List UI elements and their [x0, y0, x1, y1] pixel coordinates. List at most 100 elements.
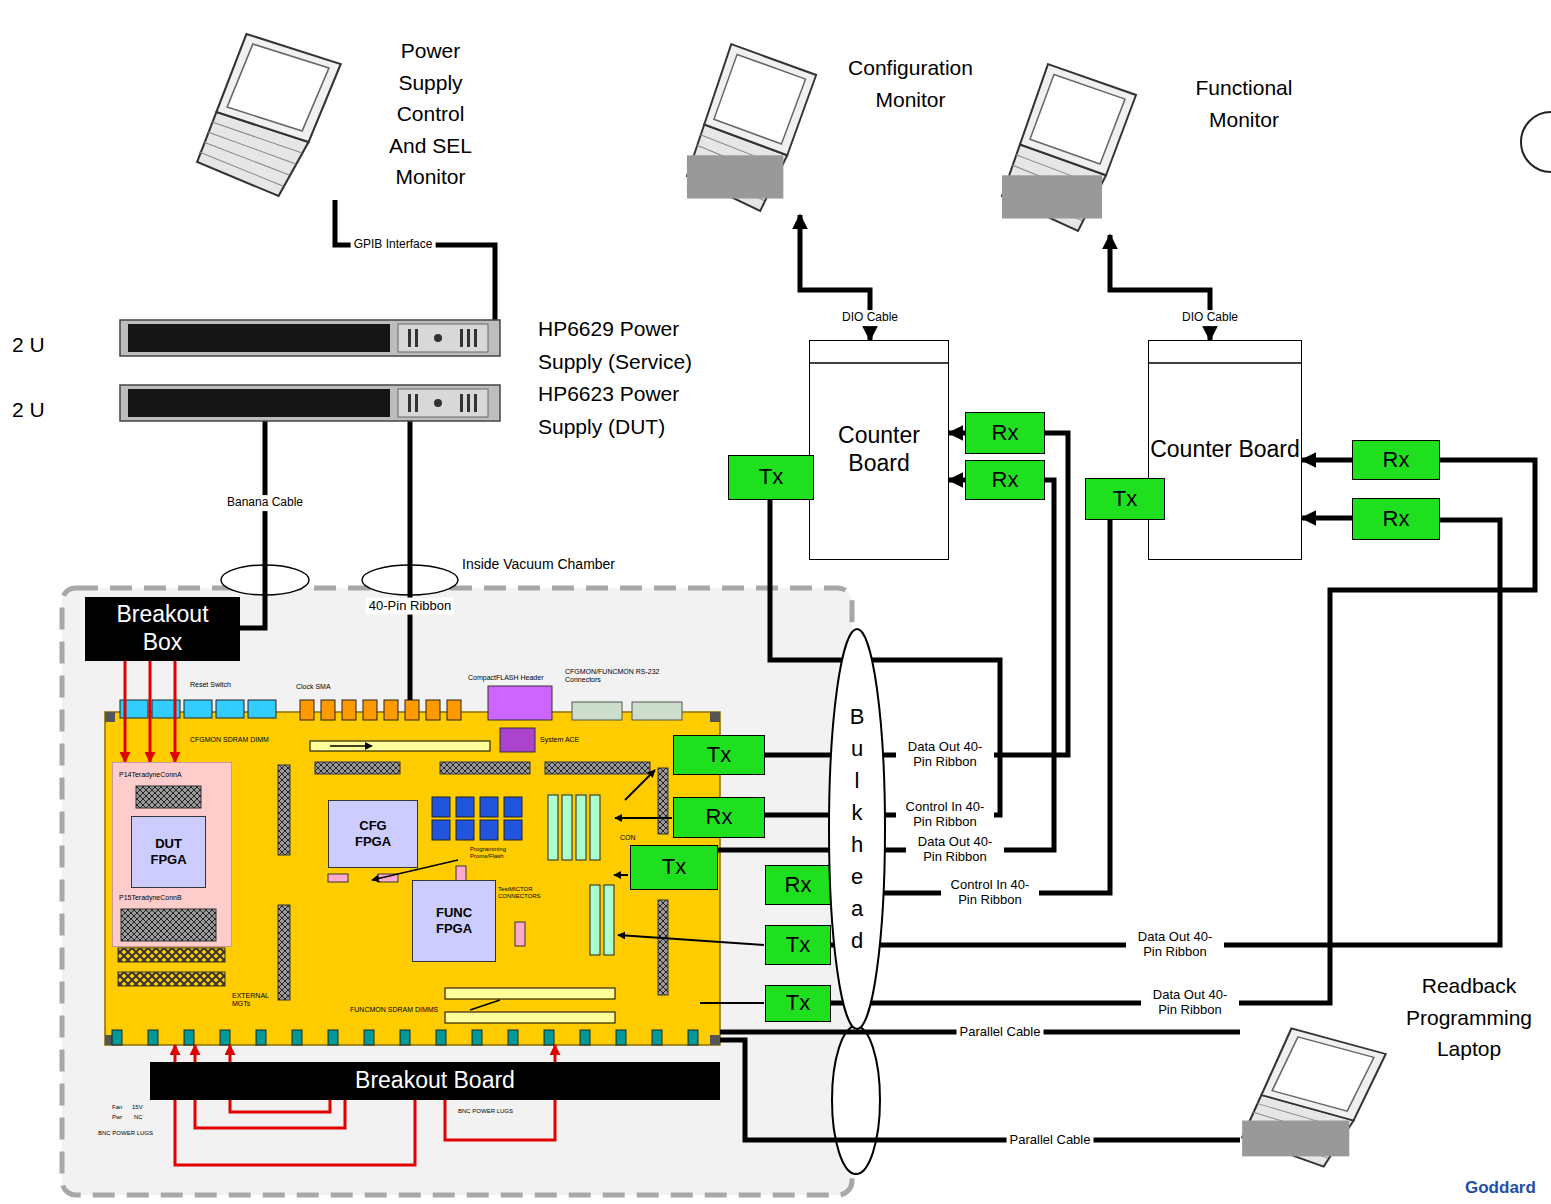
board-part	[580, 1030, 590, 1045]
node-label: Tx	[707, 742, 731, 768]
dimm-slot	[445, 988, 615, 999]
node-label: Breakout Board	[355, 1067, 515, 1095]
fpga-chip: CFG FPGA	[328, 800, 418, 868]
node-caption: Programming Proms/Flash	[470, 846, 522, 860]
node-label: Rx	[1383, 447, 1410, 473]
node-caption: FUNCMON SDRAM DIMMS	[350, 1006, 440, 1014]
board-part	[436, 1030, 446, 1045]
node-caption: CON	[620, 834, 645, 842]
tx-box: Tx	[765, 925, 831, 965]
cable-label: Data Out 40-Pin Ribbon	[1126, 929, 1224, 961]
drawing-part	[128, 389, 390, 417]
jumper-wire	[149, 661, 152, 762]
connector-strip	[658, 768, 668, 834]
board-body	[105, 712, 720, 1045]
breakout-board: Breakout Board	[150, 1062, 720, 1100]
fpga-chip: DUT FPGA	[131, 816, 206, 888]
drawing-part	[474, 329, 477, 347]
rx-box: Rx	[965, 460, 1045, 500]
board-illustration	[105, 686, 764, 1045]
bnc-lugs	[112, 1030, 698, 1045]
node-caption: System ACE	[540, 736, 590, 744]
pin-label: 15V	[132, 1104, 143, 1111]
drawing-part	[398, 389, 488, 417]
connector-strip	[658, 900, 668, 995]
cable-connector	[949, 431, 965, 436]
board-part	[480, 797, 498, 817]
small-part	[328, 874, 348, 882]
vacuum-chamber: Inside Vacuum ChamberBreakout BoxReset S…	[62, 588, 852, 1195]
drawing-part	[467, 394, 470, 412]
board-part	[504, 820, 522, 840]
board-part	[456, 820, 474, 840]
tx-box: Tx	[630, 845, 718, 890]
power-supply: HP6623 Power Supply (DUT)	[120, 385, 500, 421]
connector-strip	[315, 762, 400, 774]
board-part	[447, 700, 461, 720]
tx-box: Tx	[673, 735, 765, 775]
board-part	[220, 1030, 230, 1045]
tx-box: Tx	[728, 455, 814, 500]
connector-strip	[278, 905, 290, 1000]
drawing-part	[1272, 1037, 1374, 1111]
cable-connector	[949, 478, 965, 483]
board-corner	[105, 712, 115, 722]
connector-strip	[545, 762, 650, 774]
drawing-part	[398, 324, 488, 352]
node-label: FUNC FPGA	[427, 905, 482, 936]
fpga-chip: FUNC FPGA	[412, 880, 496, 962]
dut-card: P14TeradyneConnAP15TeradyneConnBDUT FPGA	[112, 762, 232, 947]
laptop-drawing	[1240, 1025, 1390, 1170]
board-part	[576, 795, 586, 860]
drawing-part	[434, 334, 442, 342]
node-caption: CFGMON SDRAM DIMM	[190, 736, 290, 744]
board-part	[112, 1030, 122, 1045]
drawing-part	[460, 329, 463, 347]
cable-connector	[720, 1030, 1240, 1035]
node-caption: TestMICTOR CONNECTORS	[498, 886, 553, 900]
system-ace-chip	[500, 728, 535, 752]
drawing-part	[687, 155, 783, 198]
node-label: Tx	[759, 464, 783, 490]
laptop-drawing	[1000, 60, 1140, 235]
mgt-connector	[118, 972, 225, 986]
drawing-part	[128, 324, 390, 352]
feedthrough	[832, 1026, 880, 1174]
clock-connectors	[300, 700, 461, 720]
board-part	[363, 700, 377, 720]
sma-connectors	[120, 700, 276, 718]
node-caption: Readback Programming Laptop	[1393, 970, 1545, 1065]
node-caption: Reset Switch	[190, 681, 245, 689]
board-part	[328, 1030, 338, 1045]
small-part	[515, 922, 525, 946]
pointer-arrow	[614, 874, 628, 876]
cable-connector	[1110, 235, 1210, 340]
cable-label: Parallel Cable	[1007, 1132, 1094, 1149]
power-supply: HP6629 Power Supply (Service)	[120, 320, 500, 356]
compactflash-header	[488, 686, 552, 720]
node-caption: P14TeradyneConnA	[119, 771, 227, 779]
board-part	[426, 700, 440, 720]
board-part	[300, 700, 314, 720]
drawing-part	[199, 152, 283, 186]
cable-connector	[408, 421, 413, 700]
node-caption: EXTERNAL MGTs	[232, 992, 282, 1009]
rx-box: Rx	[965, 412, 1045, 454]
board-part	[688, 1030, 698, 1045]
board-part	[604, 885, 614, 955]
circuit-board: Reset SwitchClock SMACompactFLASH Header…	[105, 700, 720, 1045]
pointer-arrow	[330, 745, 372, 747]
jumper-wire	[124, 661, 127, 762]
drawing-part	[474, 394, 477, 412]
drawing-part	[208, 132, 296, 164]
rack-unit-drawing	[120, 320, 500, 356]
node-label: Tx	[786, 932, 810, 958]
counter-board: Counter Board	[809, 340, 949, 560]
board-part	[590, 885, 600, 955]
pin-label: Pwr	[112, 1114, 122, 1121]
node-label: Rx	[992, 420, 1019, 446]
node-label: Rx	[706, 804, 733, 830]
cable-connector	[720, 1040, 1240, 1140]
laptop-icon: Configuration Monitor	[685, 40, 820, 215]
drawing-part	[216, 34, 340, 142]
